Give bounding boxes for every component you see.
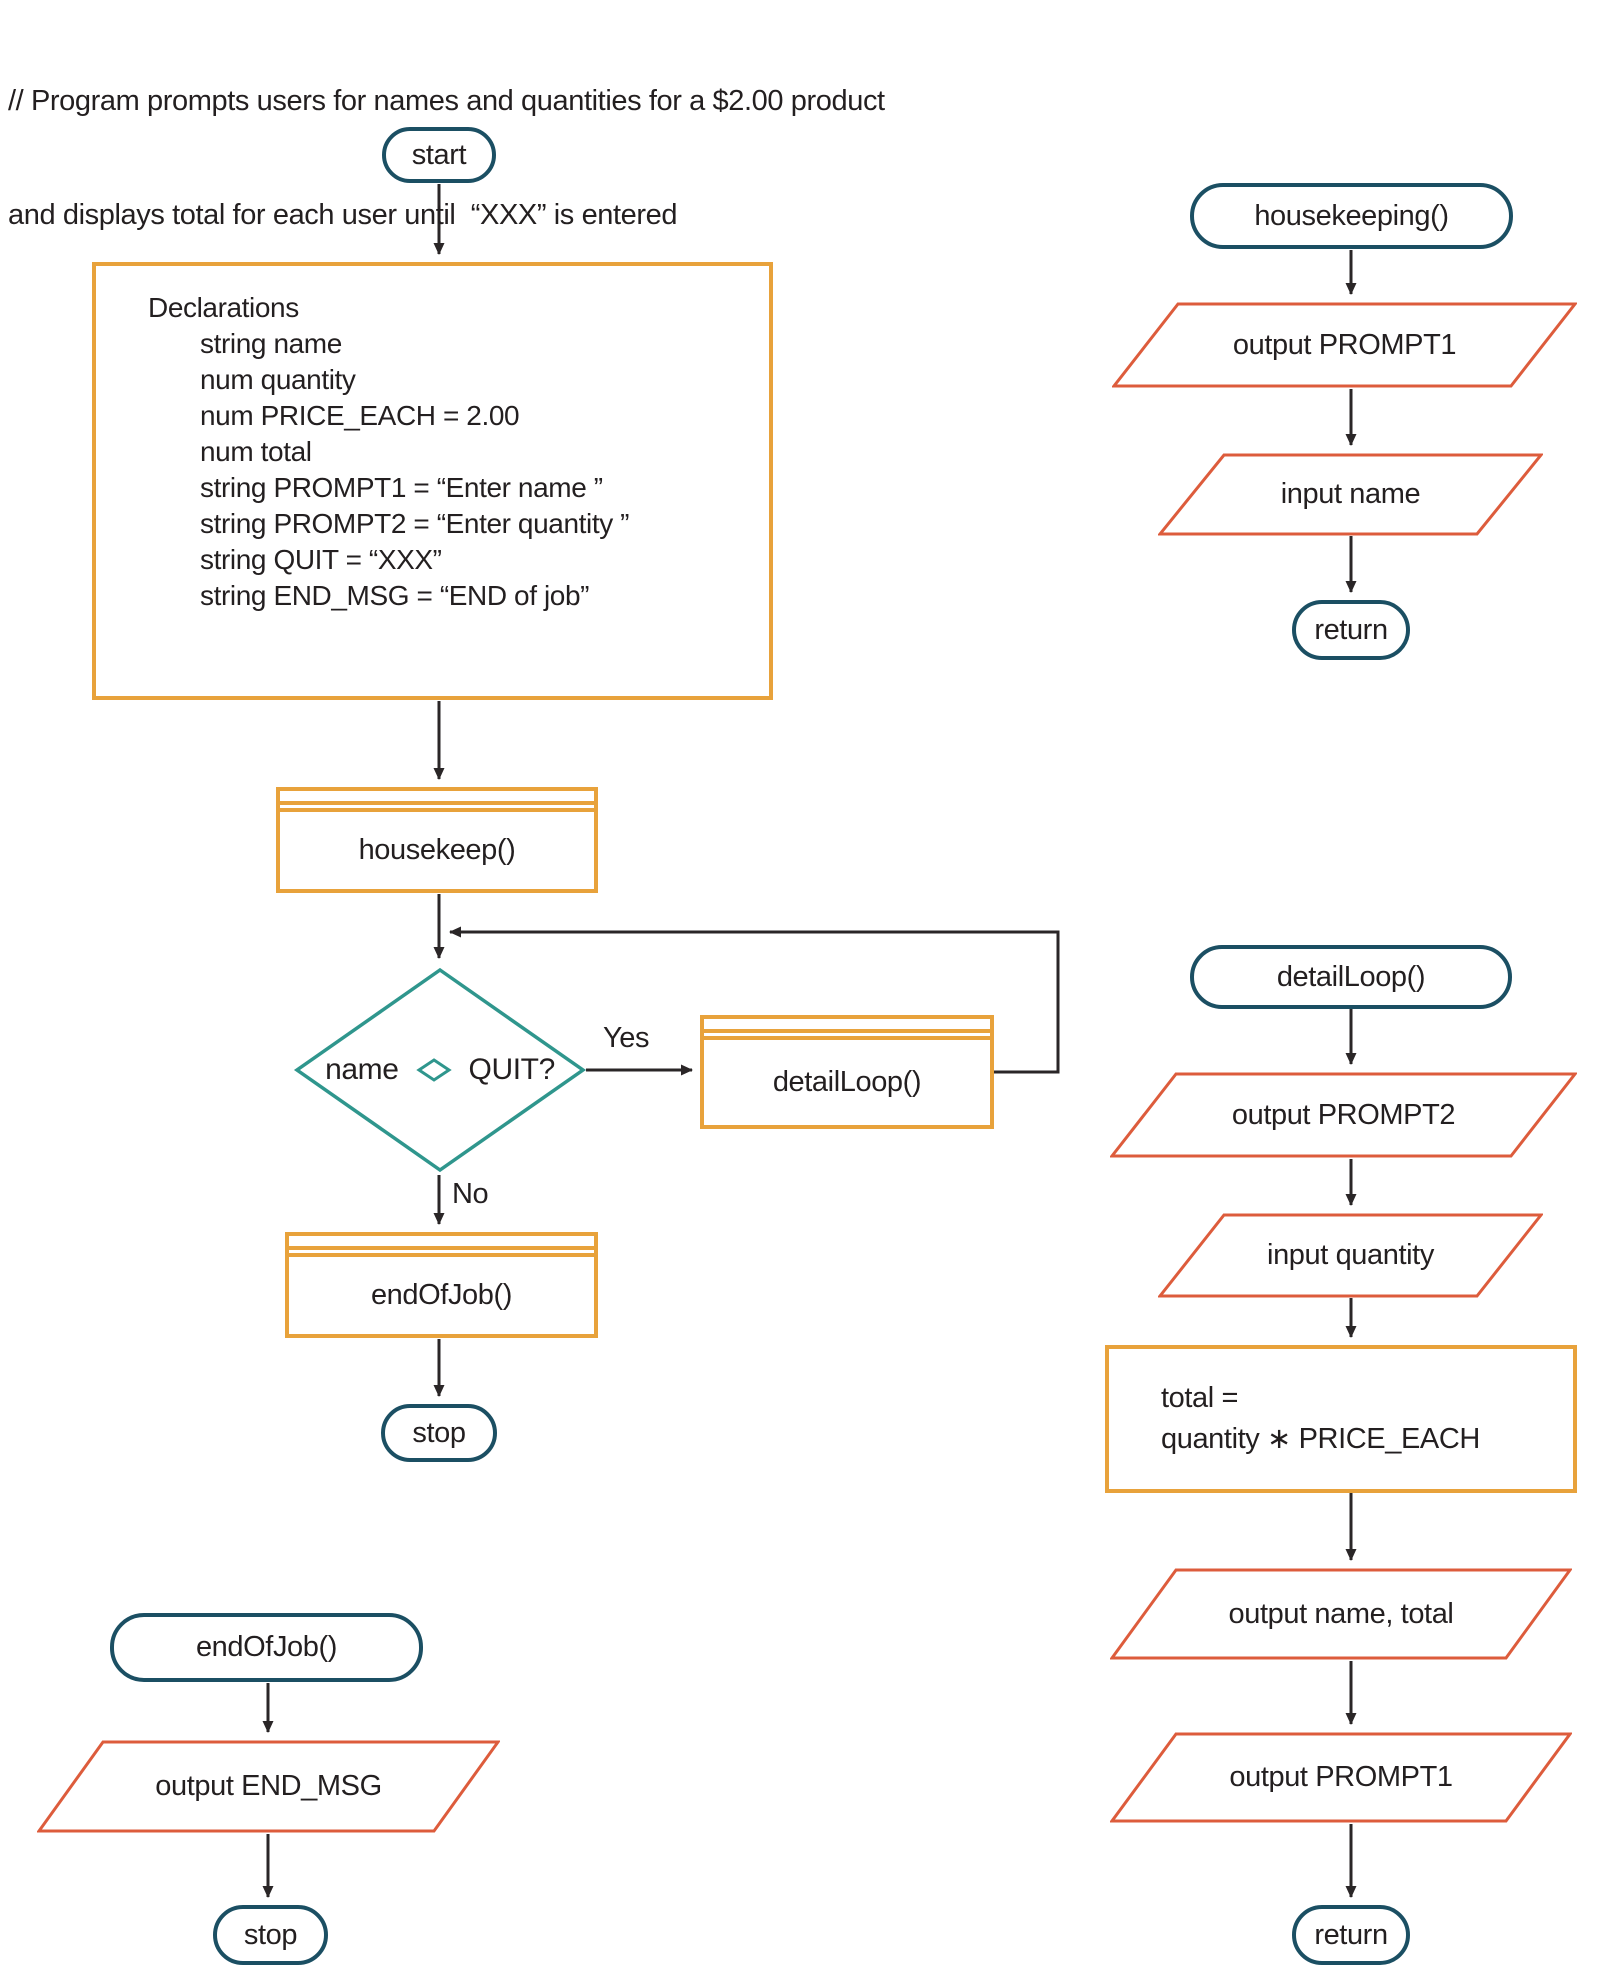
endofjob-call-box: endOfJob()	[285, 1232, 598, 1338]
loopback-detailloop-to-decision-line	[449, 926, 1060, 1074]
declarations-title: Declarations	[148, 292, 299, 323]
output-name-total-label: output name, total	[1228, 1597, 1454, 1630]
input-quantity-label: input quantity	[1267, 1239, 1434, 1271]
callbox-stripe	[280, 791, 594, 805]
decision-right-operand: QUIT?	[468, 1053, 556, 1086]
housekeeping-terminal: housekeeping()	[1190, 183, 1513, 249]
return-label-housekeeping: return	[1314, 613, 1388, 646]
decision-left-operand: name	[325, 1053, 399, 1086]
return-terminal-housekeeping: return	[1292, 600, 1410, 660]
input-name-label: input name	[1280, 478, 1421, 510]
declaration-line: string END_MSG = “END of job”	[200, 580, 590, 611]
stop-terminal-endofjob: stop	[213, 1905, 328, 1965]
declaration-line: string name	[200, 328, 342, 359]
input-name-io: input name	[1158, 453, 1543, 536]
detailloop-call-label: detailLoop()	[772, 1066, 922, 1098]
total-assignment-box: total = quantity ∗ PRICE_EACH	[1105, 1345, 1577, 1493]
callbox-stripe	[289, 1236, 594, 1250]
no-branch-label: No	[452, 1178, 489, 1210]
output-prompt2-io: output PROMPT2	[1110, 1072, 1577, 1158]
yes-branch-label: Yes	[603, 1022, 650, 1054]
callbox-stripe	[704, 1019, 990, 1033]
endofjob-title: endOfJob()	[195, 1631, 338, 1663]
declaration-line: num quantity	[200, 364, 356, 395]
return-terminal-detailloop: return	[1292, 1905, 1410, 1965]
declaration-line: num PRICE_EACH = 2.00	[200, 400, 520, 431]
decision-label: name QUIT?	[293, 966, 587, 1174]
declarations-text: Declarations string name num quantity nu…	[96, 266, 769, 614]
endofjob-terminal: endOfJob()	[110, 1613, 423, 1682]
output-prompt1-io-detailloop: output PROMPT1	[1110, 1732, 1572, 1823]
output-name-total-io: output name, total	[1110, 1568, 1572, 1660]
output-endmsg-label: output END_MSG	[155, 1770, 382, 1802]
detailloop-terminal: detailLoop()	[1190, 945, 1512, 1009]
output-endmsg-io: output END_MSG	[37, 1740, 500, 1833]
return-label-detailloop: return	[1314, 1918, 1388, 1951]
endofjob-call-label: endOfJob()	[370, 1279, 513, 1311]
header-comment-line1: // Program prompts users for names and q…	[8, 85, 885, 117]
declarations-box: Declarations string name num quantity nu…	[92, 262, 773, 700]
output-prompt1-io-housekeeping: output PROMPT1	[1112, 302, 1577, 388]
header-comment-line2: and displays total for each user until “…	[8, 199, 678, 231]
housekeep-call-box: housekeep()	[276, 787, 598, 893]
declaration-line: string PROMPT2 = “Enter quantity ”	[200, 508, 630, 539]
housekeeping-title: housekeeping()	[1254, 199, 1449, 232]
detailloop-call-box: detailLoop()	[700, 1015, 994, 1129]
start-terminal: start	[382, 127, 496, 183]
name-quit-decision: name QUIT?	[293, 966, 587, 1174]
output-prompt2-label: output PROMPT2	[1231, 1098, 1456, 1131]
output-prompt1-label-detailloop: output PROMPT1	[1229, 1761, 1453, 1793]
detailloop-title: detailLoop()	[1276, 960, 1426, 993]
stop-terminal-main: stop	[381, 1404, 497, 1462]
declaration-line: string QUIT = “XXX”	[200, 544, 442, 575]
stop-label-main: stop	[412, 1416, 466, 1449]
total-assignment-line2: quantity ∗ PRICE_EACH	[1161, 1423, 1480, 1455]
header-comment: // Program prompts users for names and q…	[8, 6, 885, 310]
start-label: start	[411, 138, 467, 171]
housekeep-call-label: housekeep()	[358, 834, 516, 866]
stop-label-endofjob: stop	[243, 1918, 298, 1951]
declaration-line: string PROMPT1 = “Enter name ”	[200, 472, 603, 503]
input-quantity-io: input quantity	[1158, 1213, 1543, 1298]
not-equal-operator-icon	[415, 1058, 452, 1082]
output-prompt1-label-housekeeping: output PROMPT1	[1232, 328, 1457, 361]
total-assignment-line1: total =	[1161, 1382, 1239, 1414]
declaration-line: num total	[200, 436, 312, 467]
decision-diamond-shape	[293, 967, 587, 1173]
